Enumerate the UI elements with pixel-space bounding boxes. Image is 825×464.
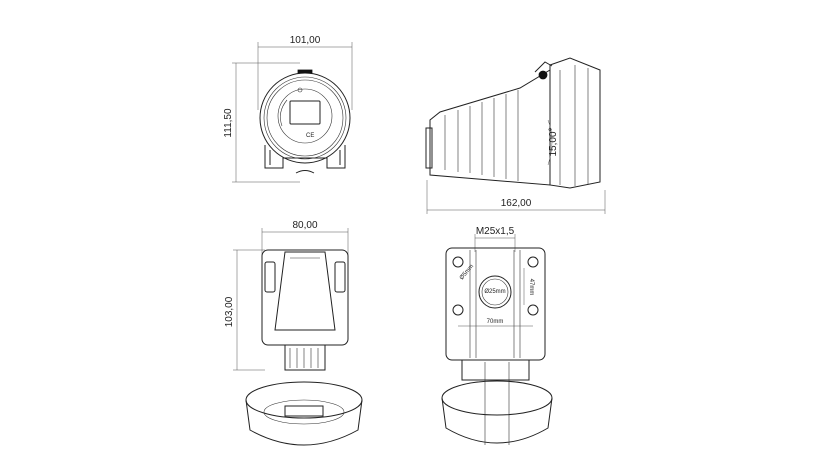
thread-dimension: M25x1,5: [476, 226, 515, 237]
vertical-spacing-label: 47mm: [528, 279, 534, 296]
front-height-dimension: 111,50: [223, 108, 234, 138]
rear-view: 80,00 103,00: [224, 220, 363, 446]
front-width-dimension: 101,00: [290, 35, 321, 46]
rear-height-dimension: 103,00: [224, 296, 235, 327]
rear-width-dimension: 80,00: [292, 220, 317, 231]
ce-mark: CE: [306, 133, 314, 139]
entry-diameter-label: Ø25mm: [484, 289, 505, 295]
horizontal-spacing-label: 70mm: [487, 319, 504, 325]
side-angle-dimension: 15,00°: [548, 127, 559, 156]
front-view: 101,00 111,50 CE: [223, 35, 353, 183]
mounting-view: M25x1,5 Ø25mm Ø5mm 47mm 70mm: [441, 226, 553, 445]
side-view: 162,00 15,00°: [425, 57, 606, 214]
side-length-dimension: 162,00: [501, 198, 532, 209]
